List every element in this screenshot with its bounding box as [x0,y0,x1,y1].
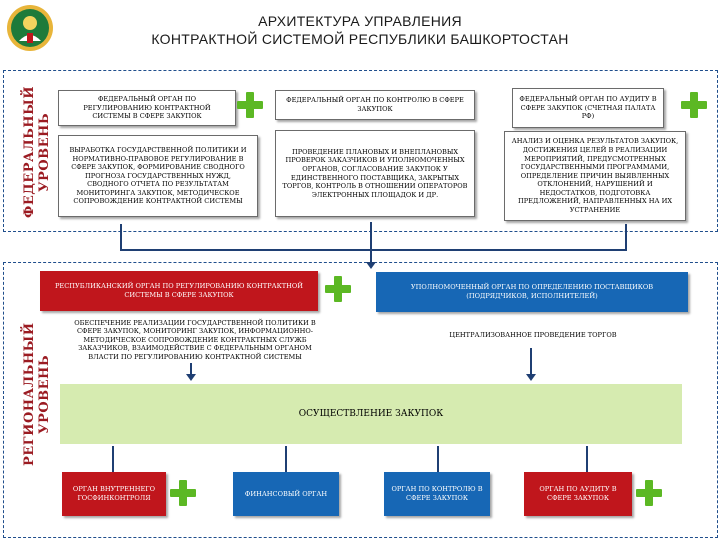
procurement-control-box: ОРГАН ПО КОНТРОЛЮ В СФЕРЕ ЗАКУПОК [384,472,490,516]
connector-line [530,348,532,374]
republican-regulator-box: РЕСПУБЛИКАНСКИЙ ОРГАН ПО РЕГУЛИРОВАНИЮ К… [40,271,318,311]
arrow-down-icon [366,262,376,269]
plus-icon [681,92,707,118]
connector-line [112,446,114,472]
page-title-line2: КОНТРАКТНОЙ СИСТЕМОЙ РЕСПУБЛИКИ БАШКОРТО… [151,31,569,47]
coat-of-arms-icon [7,5,53,51]
connector-line [120,224,122,250]
connector-line [120,249,627,251]
procurement-audit-box: ОРГАН ПО АУДИТУ В СФЕРЕ ЗАКУПОК [524,472,632,516]
regional-level-frame [3,262,718,538]
federal-audit-functions: АНАЛИЗ И ОЦЕНКА РЕЗУЛЬТАТОВ ЗАКУПОК, ДОС… [504,131,686,221]
connector-line [370,222,372,250]
federal-control-box: ФЕДЕРАЛЬНЫЙ ОРГАН ПО КОНТРОЛЮ В СФЕРЕ ЗА… [275,90,475,120]
federal-audit-box: ФЕДЕРАЛЬНЫЙ ОРГАН ПО АУДИТУ В СФЕРЕ ЗАКУ… [512,88,664,128]
finance-body-box: ФИНАНСОВЫЙ ОРГАН [233,472,339,516]
connector-line [586,446,588,472]
arrow-down-icon [526,374,536,381]
federal-regulator-box: ФЕДЕРАЛЬНЫЙ ОРГАН ПО РЕГУЛИРОВАНИЮ КОНТР… [58,90,236,126]
plus-icon [170,480,196,506]
plus-icon [325,276,351,302]
federal-control-functions: ПРОВЕДЕНИЕ ПЛАНОВЫХ И ВНЕПЛАНОВЫХ ПРОВЕР… [275,130,475,217]
federal-level-frame [3,70,718,232]
federal-level-label: ФЕДЕРАЛЬНЫЙ УРОВЕНЬ [22,86,52,218]
connector-line [190,363,192,375]
connector-line [285,446,287,472]
internal-finance-control-box: ОРГАН ВНУТРЕННЕГО ГОСФИНКОНТРОЛЯ [62,472,166,516]
regional-level-label: РЕГИОНАЛЬНЫЙ УРОВЕНЬ [22,322,52,466]
connector-line [625,224,627,250]
page-title-line1: АРХИТЕКТУРА УПРАВЛЕНИЯ [258,13,462,29]
procurement-box: ОСУЩЕСТВЛЕНИЕ ЗАКУПОК [60,384,682,444]
plus-icon [636,480,662,506]
arrow-down-icon [186,374,196,381]
plus-icon [237,92,263,118]
authorized-body-function: ЦЕНТРАЛИЗОВАННОЕ ПРОВЕДЕНИЕ ТОРГОВ [449,330,617,339]
connector-line [437,446,439,472]
republican-regulator-functions: ОБЕСПЕЧЕНИЕ РЕАЛИЗАЦИИ ГОСУДАРСТВЕННОЙ П… [74,318,316,361]
connector-line [370,249,372,263]
authorized-body-box: УПОЛНОМОЧЕННЫЙ ОРГАН ПО ОПРЕДЕЛЕНИЮ ПОСТ… [376,272,688,312]
federal-regulator-functions: ВЫРАБОТКА ГОСУДАРСТВЕННОЙ ПОЛИТИКИ И НОР… [58,135,258,217]
